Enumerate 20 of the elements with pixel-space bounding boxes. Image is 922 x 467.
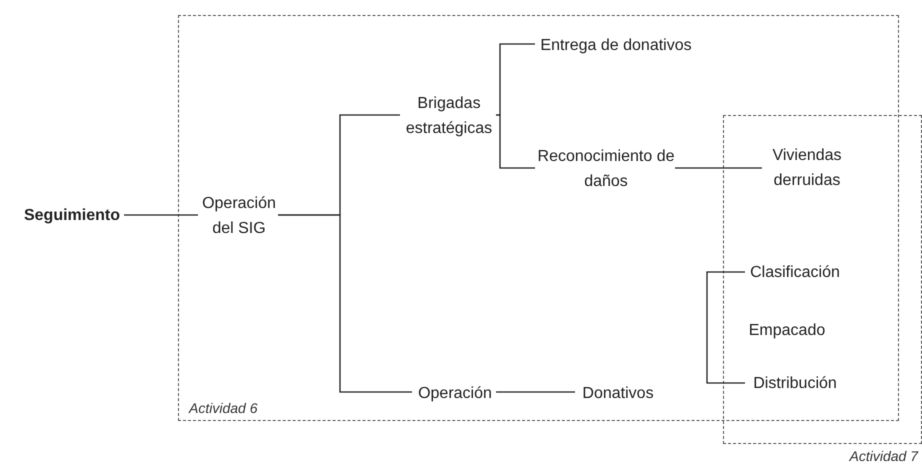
branch-label: Distribución [745, 371, 845, 395]
branch-label: Reconocimiento de daños [536, 144, 676, 194]
branch-label: Seguimiento [20, 203, 124, 227]
group-caption: Actividad 6 [189, 400, 258, 416]
branch-label: Clasificación [745, 260, 845, 284]
connector-line [496, 391, 575, 393]
connector-line [675, 167, 762, 169]
branch-label: Viviendas derruidas [762, 143, 852, 193]
connector-line [124, 214, 198, 216]
branch-label: Brigadas estratégicas [401, 91, 497, 141]
connector-line [496, 114, 535, 169]
branch-label: Operación del SIG [199, 178, 279, 254]
branch-label: Donativos [576, 381, 660, 405]
branch-label: Empacado [745, 318, 829, 342]
group-caption: Actividad 7 [850, 448, 918, 464]
dashed-group-frame [178, 15, 899, 421]
branch-label: Entrega de donativos [536, 33, 696, 57]
branch-label: Operación [413, 381, 497, 405]
connector-line [278, 214, 412, 393]
connector-line [706, 271, 745, 384]
